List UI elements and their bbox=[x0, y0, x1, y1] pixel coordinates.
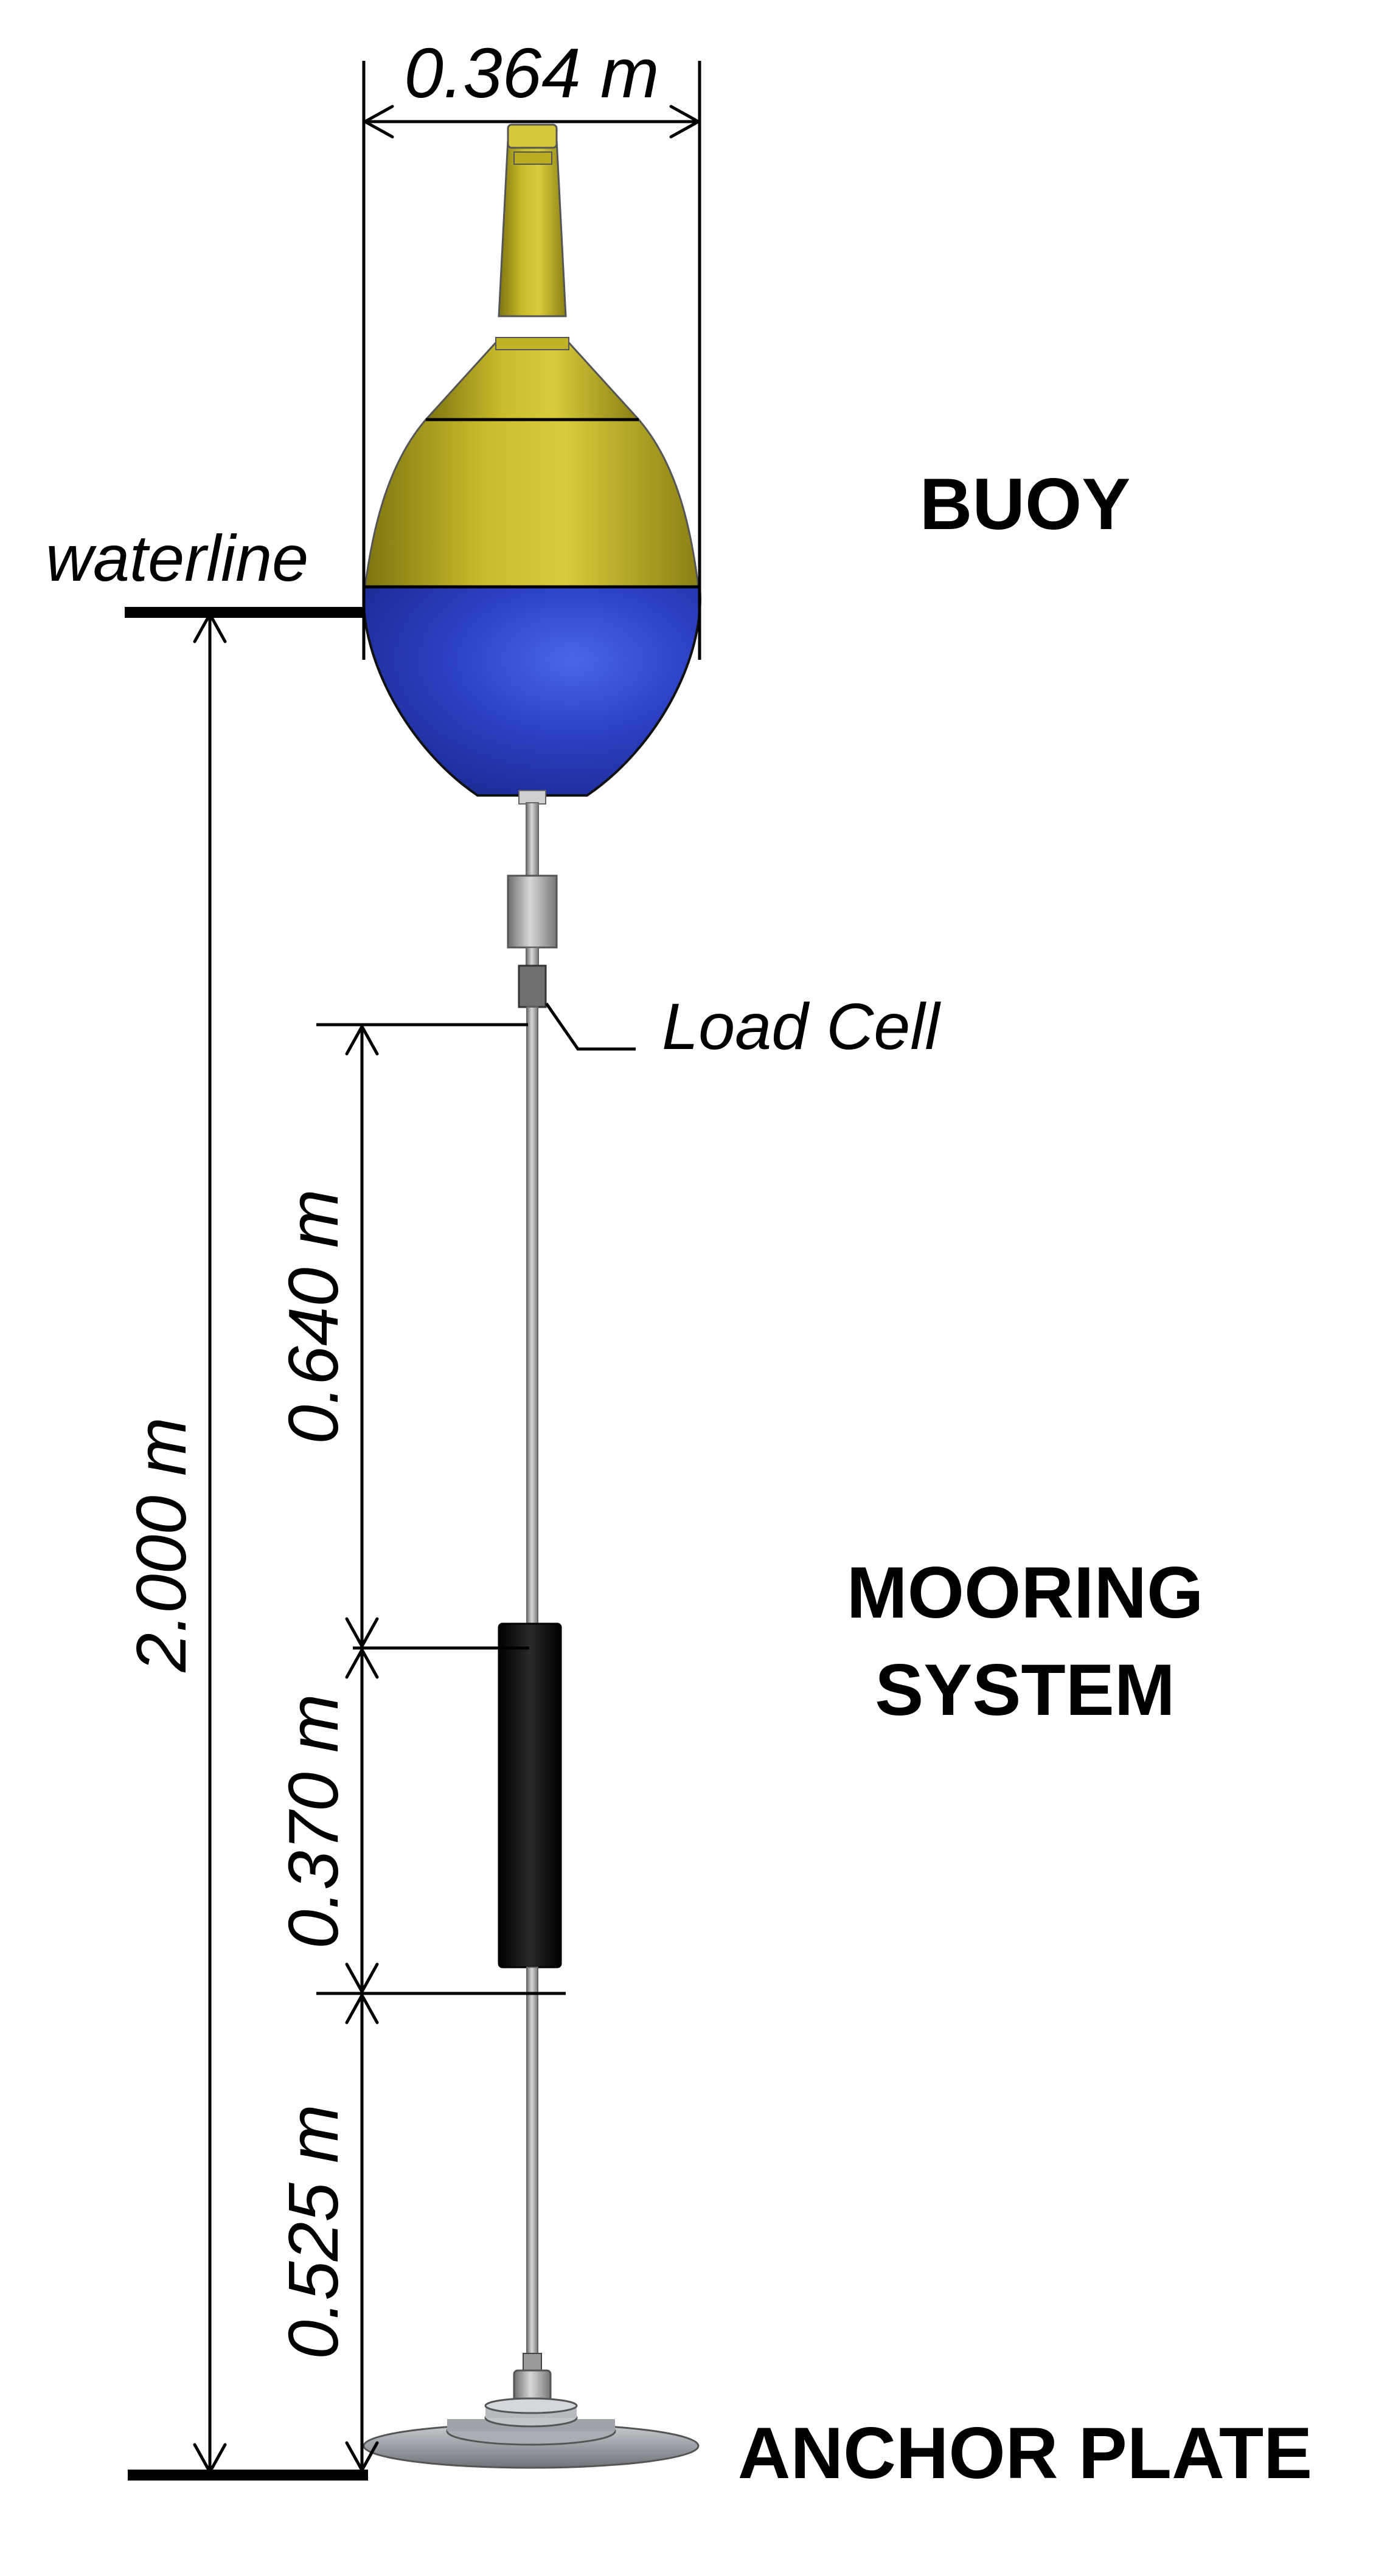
lower-joint bbox=[523, 2353, 542, 2371]
dimension-upper-rod: 0.640 m bbox=[274, 1025, 379, 1648]
float bbox=[498, 1622, 562, 1968]
dimension-label-total: 2.000 m bbox=[122, 1417, 201, 1672]
anchor-plate-label: ANCHOR PLATE bbox=[738, 2412, 1312, 2494]
mooring-rod-upper bbox=[526, 1006, 538, 1628]
mooring-rod-lower bbox=[526, 1967, 538, 2363]
dimension-label-lower-rod: 0.525 m bbox=[274, 2104, 353, 2359]
waterline: waterline bbox=[46, 521, 364, 618]
dimension-float: 0.370 m bbox=[274, 1648, 379, 1993]
mooring-system bbox=[498, 802, 562, 2407]
buoy-cone bbox=[423, 339, 641, 421]
buoy bbox=[362, 123, 701, 805]
buoy-upper-hull bbox=[364, 418, 700, 588]
dimension-label-float: 0.370 m bbox=[274, 1694, 353, 1948]
load-cell-label: Load Cell bbox=[662, 989, 941, 1063]
coupling bbox=[507, 874, 558, 949]
buoy-mast-tip bbox=[507, 123, 558, 149]
buoy-label: BUOY bbox=[920, 463, 1131, 545]
load-cell-callout: Load Cell bbox=[544, 989, 941, 1063]
dimension-label-upper-rod: 0.640 m bbox=[274, 1189, 353, 1444]
anchor-plate bbox=[363, 2397, 700, 2469]
buoy-lower-hull bbox=[362, 586, 701, 797]
waterline-label: waterline bbox=[46, 521, 308, 595]
mooring-label-line1: MOORING bbox=[847, 1552, 1204, 1633]
dimension-total-depth: 2.000 m bbox=[122, 612, 227, 2474]
connector-rod bbox=[526, 947, 539, 968]
mooring-label-line2: SYSTEM bbox=[875, 1649, 1175, 1731]
buoy-cone-ring bbox=[495, 337, 569, 350]
buoy-mast bbox=[498, 139, 567, 317]
dimension-lower-rod: 0.525 m bbox=[274, 1993, 379, 2472]
buoy-bottom-fitting bbox=[518, 790, 546, 805]
dimension-buoy-diameter: 0.364 m bbox=[362, 33, 701, 660]
load-cell bbox=[518, 964, 547, 1008]
dimension-label-diameter: 0.364 m bbox=[404, 33, 659, 113]
buoy-mast-collar bbox=[513, 151, 552, 165]
